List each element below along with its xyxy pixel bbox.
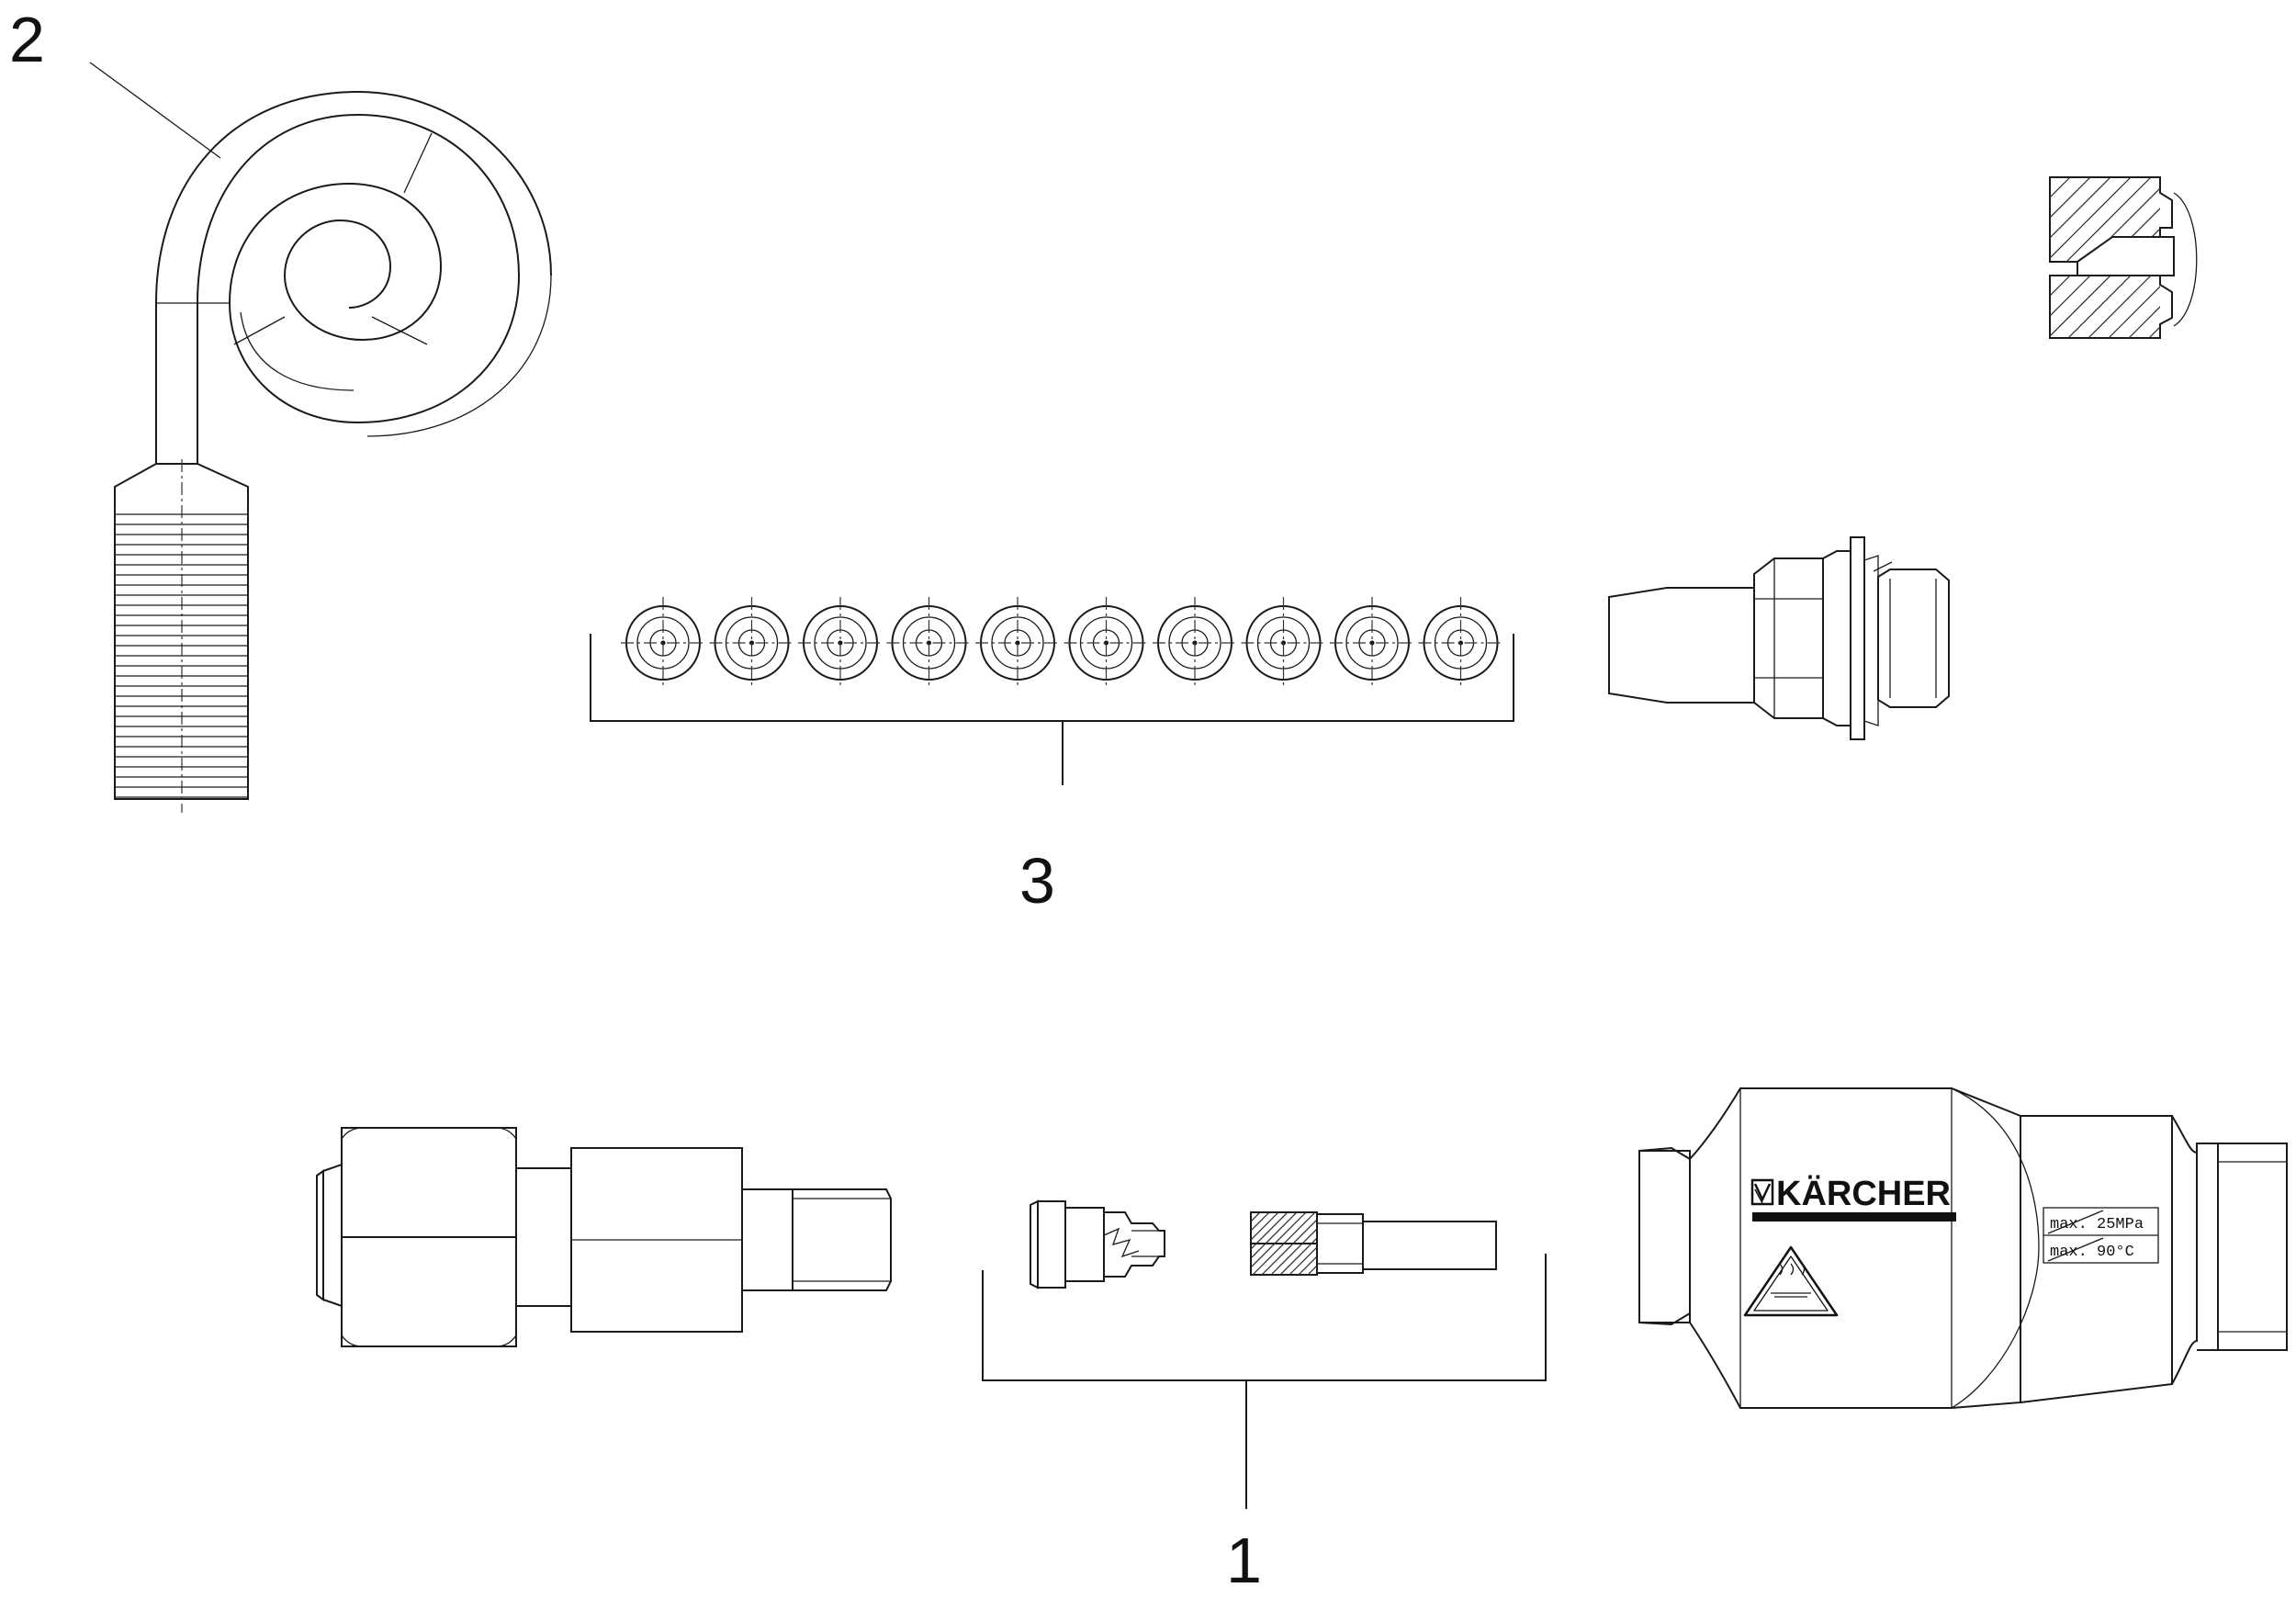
nozzle-symbol [621,597,705,689]
nozzle-set [590,597,1514,785]
nozzle-symbol [1241,597,1326,689]
nozzle-symbol [1330,597,1414,689]
nozzle-symbol [798,597,883,689]
callout-2: 2 [9,4,45,75]
nozzle-symbol [975,597,1060,689]
bracket-1 [982,1254,1547,1381]
brand-label: KÄRCHER [1776,1174,1951,1213]
temperature-spec: max. 90°C [2050,1244,2134,1261]
nozzle-row [621,597,1503,689]
callout-1: 1 [1226,1525,1262,1596]
nozzle-symbol [1418,597,1503,689]
spiral-hose [89,62,552,813]
nozzle-symbol [1153,597,1237,689]
nozzle-symbol [709,597,794,689]
brand-underline [1752,1212,1956,1222]
hot-surface-warning-icon [1743,1245,1839,1317]
bracket-3 [590,634,1514,722]
hex-screw-coupling [316,1127,892,1347]
nozzle-cross-section [2049,176,2198,339]
nozzle-symbol [1064,597,1149,689]
connector-set [982,1199,1547,1509]
leader-line-2 [89,62,221,159]
callout-3: 3 [1019,845,1055,917]
hose-barb-adapter [1608,536,1950,740]
safety-valve: KÄRCHER max. 25MPa max. 90°C [1638,1087,2288,1409]
karcher-logo-icon [1750,1178,1774,1206]
nozzle-symbol [886,597,972,689]
pressure-spec: max. 25MPa [2050,1216,2144,1233]
